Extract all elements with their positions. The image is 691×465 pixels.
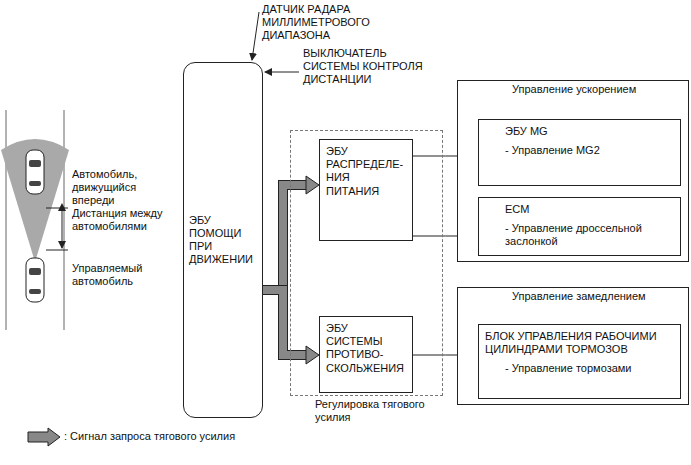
- ecu-box: ЭБУ СИСТЕМЫ ПРОТИВО- СКОЛЬЖЕНИЯ: [319, 316, 413, 393]
- illustration-label: Дистанция между автомобилями: [72, 207, 170, 233]
- distance-dimension: [46, 208, 68, 250]
- front-car: [26, 150, 44, 194]
- node-title: Регулировка тягового усилия: [315, 398, 435, 424]
- node-title: ЭБУ РАСПРЕДЕЛЕ- НИЯ ПИТАНИЯ: [326, 145, 406, 198]
- legend-text: : Сигнал запроса тягового усилия: [64, 430, 235, 443]
- control-group: Управление замедлениемБЛОК УПРАВЛЕНИЯ РА…: [457, 287, 689, 405]
- node-detail: - Управление тормозами: [485, 362, 674, 375]
- actuator-box: БЛОК УПРАВЛЕНИЯ РАБОЧИМИ ЦИЛИНДРАМИ ТОРМ…: [478, 324, 681, 399]
- ecu-box: ЭБУ РАСПРЕДЕЛЕ- НИЯ ПИТАНИЯ: [319, 139, 413, 241]
- node-title: Управление замедлением: [512, 290, 684, 304]
- group-frame: Регулировка тягового усилияЭБУ РАСПРЕДЕЛ…: [290, 130, 443, 396]
- node-title: Управление ускорением: [512, 83, 684, 97]
- request-signal-arrow: [263, 176, 319, 290]
- legend-arrow-sample: [28, 428, 60, 446]
- node-title: ECM: [485, 203, 674, 216]
- switch-leader: [265, 72, 299, 73]
- illustration-label: Управляемый автомобиль: [72, 262, 164, 288]
- control-group: Управление ускорениемЭБУ MG - Управление …: [457, 80, 689, 262]
- node-title: ЭБУ СИСТЕМЫ ПРОТИВО- СКОЛЬЖЕНИЯ: [326, 322, 406, 375]
- component-label: ВЫКЛЮЧАТЕЛЬ СИСТЕМЫ КОНТРОЛЯ ДИСТАНЦИИ: [303, 47, 443, 87]
- node-title: ЭБУ MG: [485, 125, 674, 138]
- ecu-box: ЭБУ MG - Управление MG2: [478, 119, 681, 186]
- ecu-box: ЭБУ ПОМОЩИ ПРИ ДВИЖЕНИИ: [183, 62, 263, 418]
- request-signal-arrow: [263, 290, 319, 364]
- node-detail: - Управление дроссельной заслонкой: [485, 222, 674, 248]
- ecu-box: ECM - Управление дроссельной заслонкой: [478, 197, 681, 256]
- component-label: ДАТЧИК РАДАРА МИЛЛИМЕТРОВОГО ДИАПАЗОНА: [262, 3, 422, 43]
- controlled-car: [26, 258, 44, 302]
- node-detail: - Управление MG2: [485, 144, 674, 157]
- node-title: БЛОК УПРАВЛЕНИЯ РАБОЧИМИ ЦИЛИНДРАМИ ТОРМ…: [485, 330, 674, 356]
- node-title: ЭБУ ПОМОЩИ ПРИ ДВИЖЕНИИ: [189, 214, 257, 267]
- illustration-label: Автомобиль, движущийся впереди: [72, 168, 164, 208]
- radar-leader: [252, 12, 259, 60]
- radar-cone: [1, 139, 69, 262]
